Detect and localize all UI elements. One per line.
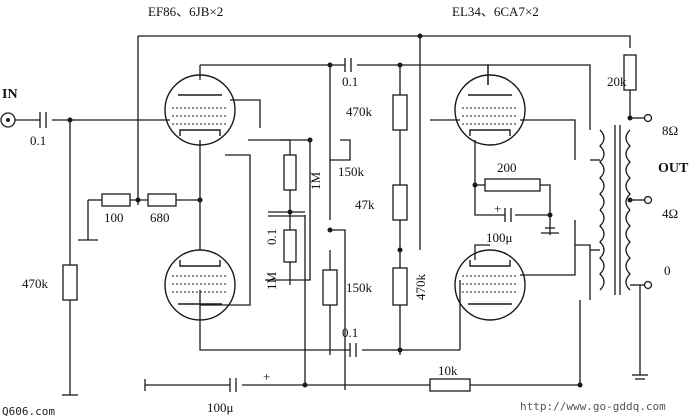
capacitor-input — [39, 112, 47, 128]
watermark-right: http://www.go-gddq.com — [520, 400, 666, 413]
tube-output-upper — [454, 74, 526, 146]
plus-sign-b: + — [263, 369, 270, 384]
resistor-47k — [392, 184, 408, 221]
terminal-4ohm — [643, 195, 653, 205]
junction — [307, 137, 313, 143]
r-200-value: 200 — [497, 160, 517, 175]
junction — [67, 117, 73, 123]
out-label: OUT — [658, 161, 689, 176]
junction — [397, 62, 403, 68]
r-in-shunt-value: 470k — [22, 276, 49, 291]
output-tube-label: EL34、6CA7×2 — [452, 4, 539, 19]
junction — [627, 115, 633, 121]
junction — [397, 347, 403, 353]
r-150k-b-value: 150k — [346, 280, 373, 295]
r-1m-b-value: 1M — [264, 272, 279, 291]
output-terminals — [643, 113, 653, 290]
resistor-200 — [484, 178, 541, 192]
resistor-150k-b — [322, 269, 338, 306]
terminal-8ohm — [643, 113, 653, 123]
tap-8-label: 8Ω — [662, 123, 678, 138]
wiring — [15, 35, 648, 395]
junction — [577, 382, 583, 388]
resistor-10k — [429, 378, 471, 392]
resistor-1m-b — [283, 229, 297, 263]
r-680-value: 680 — [150, 210, 170, 225]
tap-0-label: 0 — [664, 263, 671, 278]
resistors — [62, 54, 637, 392]
capacitors — [39, 58, 512, 392]
resistor-100 — [101, 193, 131, 207]
junction — [197, 197, 203, 203]
labels: EF86、6JB×2 EL34、6CA7×2 IN 0.1 470k 100 6… — [2, 4, 689, 418]
c-top-value: 0.1 — [342, 74, 358, 89]
terminal-0 — [643, 280, 653, 290]
r-470k-bottom-value: 470k — [413, 274, 428, 301]
c-01-mid-value: 0.1 — [264, 229, 279, 245]
r-1m-a-value: 1M — [308, 172, 323, 191]
junctions — [67, 33, 633, 388]
c-100u-out-value: 100μ — [486, 230, 513, 245]
resistor-470k-top — [392, 94, 408, 131]
junction — [135, 197, 141, 203]
tube-driver-lower — [164, 249, 236, 321]
r-20k-value: 20k — [607, 74, 627, 89]
c-bot-value: 0.1 — [342, 325, 358, 340]
r-10k-value: 10k — [438, 363, 458, 378]
c-100u-bottom-value: 100μ — [207, 400, 234, 415]
tap-4-label: 4Ω — [662, 206, 678, 221]
watermark-left: Q606.com — [2, 405, 55, 418]
capacitor-top — [344, 58, 352, 72]
capacitor-100u-bottom — [229, 378, 237, 392]
capacitor-bottom — [349, 343, 357, 357]
r-100-value: 100 — [104, 210, 124, 225]
resistor-680 — [147, 193, 177, 207]
r-470k-top-value: 470k — [346, 104, 373, 119]
resistor-470k-bottom — [392, 267, 408, 306]
junction — [547, 212, 553, 218]
tube-driver-upper — [164, 74, 236, 146]
plus-sign-a: + — [494, 201, 501, 216]
junction — [327, 227, 333, 233]
resistor-20k — [623, 54, 637, 91]
junction — [397, 247, 403, 253]
junction — [327, 62, 333, 68]
input-label: IN — [2, 87, 18, 102]
grounds — [62, 379, 146, 396]
c-in-value: 0.1 — [30, 133, 46, 148]
junction — [472, 182, 478, 188]
junction — [302, 382, 308, 388]
junction — [287, 209, 293, 215]
input-jack — [0, 112, 16, 128]
r-47k-value: 47k — [355, 197, 375, 212]
junction — [417, 33, 423, 39]
driver-tube-label: EF86、6JB×2 — [148, 4, 223, 19]
resistor-470k-input — [62, 264, 78, 301]
capacitor-100u-output — [504, 208, 512, 222]
tube-output-lower — [454, 249, 526, 321]
r-150k-a-value: 150k — [338, 164, 365, 179]
output-transformer — [599, 125, 631, 295]
resistor-1m-a — [283, 154, 297, 191]
junction — [627, 197, 633, 203]
